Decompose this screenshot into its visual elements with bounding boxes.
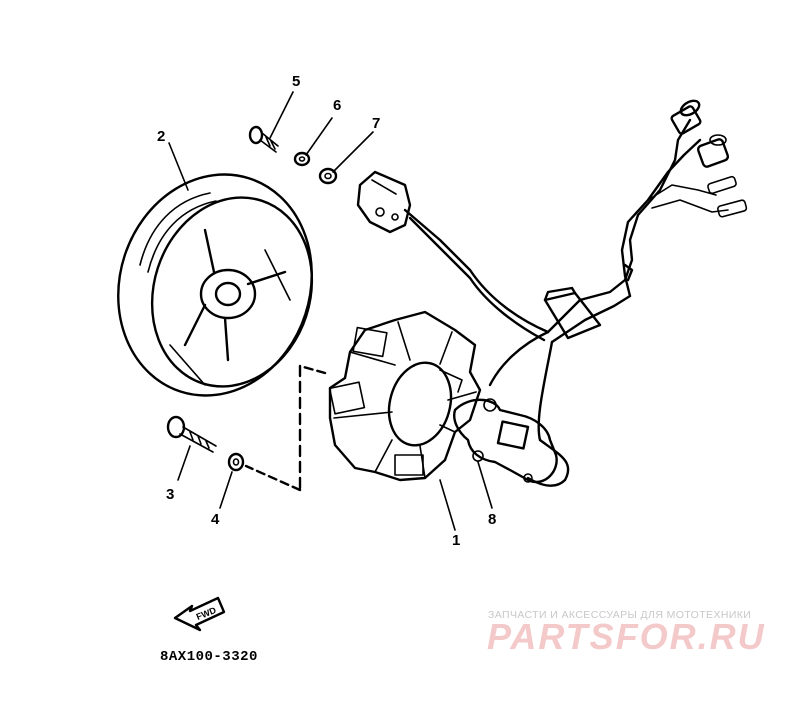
washer-7 xyxy=(318,167,338,185)
assembly-line xyxy=(244,364,327,492)
pickup-coil xyxy=(453,398,558,484)
flywheel-rotor xyxy=(117,173,314,397)
watermark-tagline: ЗАПЧАСТИ И АКСЕССУАРЫ ДЛЯ МОТОТЕХНИКИ xyxy=(488,609,752,621)
callout-4: 4 xyxy=(211,511,220,528)
washer-4 xyxy=(227,452,245,472)
bolt-3 xyxy=(166,415,217,453)
callout-6: 6 xyxy=(333,97,341,114)
stator xyxy=(328,310,482,482)
callout-2: 2 xyxy=(157,128,165,145)
callout-3: 3 xyxy=(166,486,174,503)
watermark-logo: PARTSFOR.RU xyxy=(487,616,766,657)
fwd-arrow: FWD xyxy=(173,596,226,632)
callout-labels: 2 5 6 7 3 4 1 8 xyxy=(157,73,496,549)
callout-1: 1 xyxy=(452,532,460,549)
callout-8: 8 xyxy=(488,511,496,528)
bolt-5 xyxy=(248,125,279,153)
washer-6 xyxy=(293,151,311,167)
callout-5: 5 xyxy=(292,73,300,90)
harness-connectors xyxy=(670,99,748,218)
pickup-connector xyxy=(356,170,412,234)
wire-harness xyxy=(403,118,729,487)
leader-lines xyxy=(168,91,493,531)
callout-7: 7 xyxy=(372,115,380,132)
diagram-code: 8AX100-3320 xyxy=(160,649,258,665)
